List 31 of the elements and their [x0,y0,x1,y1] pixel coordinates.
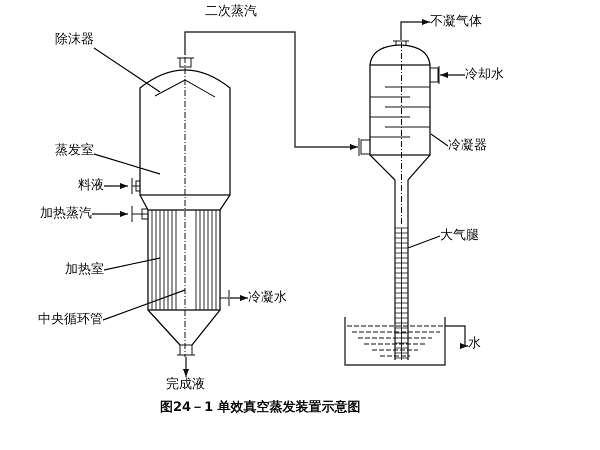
edge-label: 二次蒸汽 [205,4,257,20]
part-label: 加热室 [65,262,104,278]
pipe-arrow [400,19,430,40]
leader-line [104,257,160,271]
leader-line [102,289,186,321]
pipe-arrow [184,31,358,150]
pipe-arrow [92,211,128,217]
condenser-drawing [358,40,440,360]
pipe-arrow [445,325,468,349]
pipe-arrow [230,295,248,301]
part-label: 完成液 [166,377,205,393]
part-label: 水 [468,336,481,352]
part-label: 除沫器 [55,32,94,48]
part-label: 中央循环管 [38,312,103,328]
leader-line [408,235,440,249]
part-label: 不凝气体 [430,14,482,30]
part-label: 冷凝水 [248,290,287,306]
pipe-arrow [183,357,189,377]
pipe-arrow [104,183,128,189]
leader-line [430,134,448,146]
part-label: 冷却水 [465,67,504,83]
part-label: 料液 [78,178,104,194]
part-label: 冷凝器 [448,138,487,154]
figure-caption: 图24－1 单效真空蒸发装置示意图 [160,400,361,416]
part-label: 加热蒸汽 [40,206,92,222]
water-tank-drawing [345,317,445,365]
leader-line [94,153,160,175]
leader-line [94,48,160,92]
part-label: 大气腿 [440,228,479,244]
pipe-arrow [440,72,465,78]
part-label: 蒸发室 [55,143,94,159]
